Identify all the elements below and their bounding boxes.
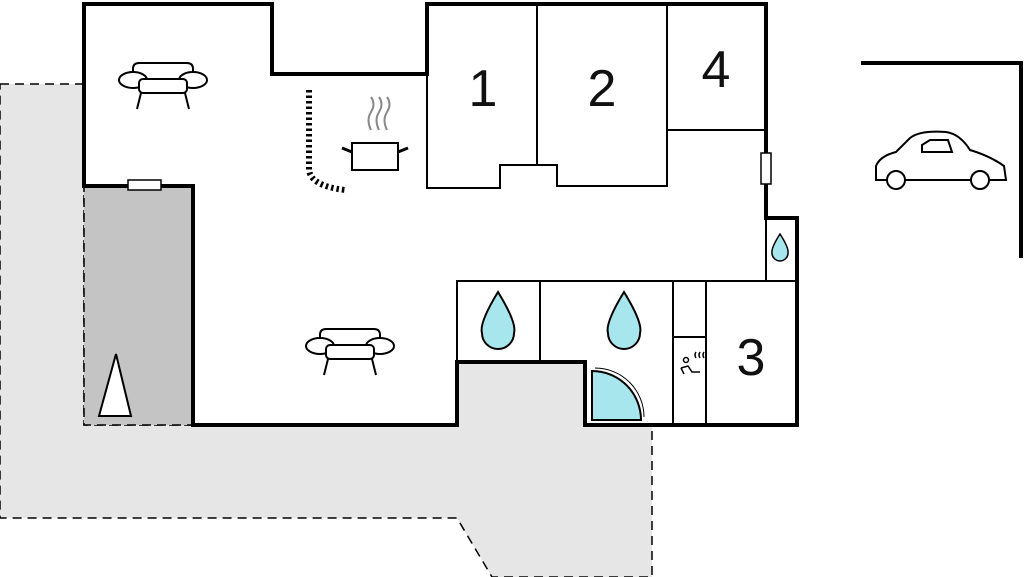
room-number-3: 3 — [737, 329, 766, 387]
sofa-icon — [305, 328, 395, 376]
covered-terrace-area — [83, 185, 194, 426]
water-drop-icon — [480, 290, 516, 350]
shower-cabin-icon — [591, 369, 643, 421]
exterior-walls — [82, 2, 799, 427]
bedroom-walls — [426, 4, 766, 189]
room-number-1: 1 — [469, 60, 498, 118]
room-number-4: 4 — [702, 41, 731, 99]
window — [127, 179, 162, 191]
fireplace-icon — [306, 90, 346, 193]
sofa-icon — [118, 62, 208, 110]
water-drop-icon — [771, 232, 789, 262]
water-drop-icon — [606, 290, 642, 350]
carport-walls — [861, 61, 1023, 258]
bath-walls — [456, 218, 797, 425]
sauna-icon — [680, 351, 705, 375]
cone-icon — [97, 353, 133, 417]
car-icon — [875, 130, 1008, 190]
cooking-pot-icon — [341, 96, 409, 171]
window — [760, 152, 772, 185]
room-number-2: 2 — [588, 60, 617, 118]
